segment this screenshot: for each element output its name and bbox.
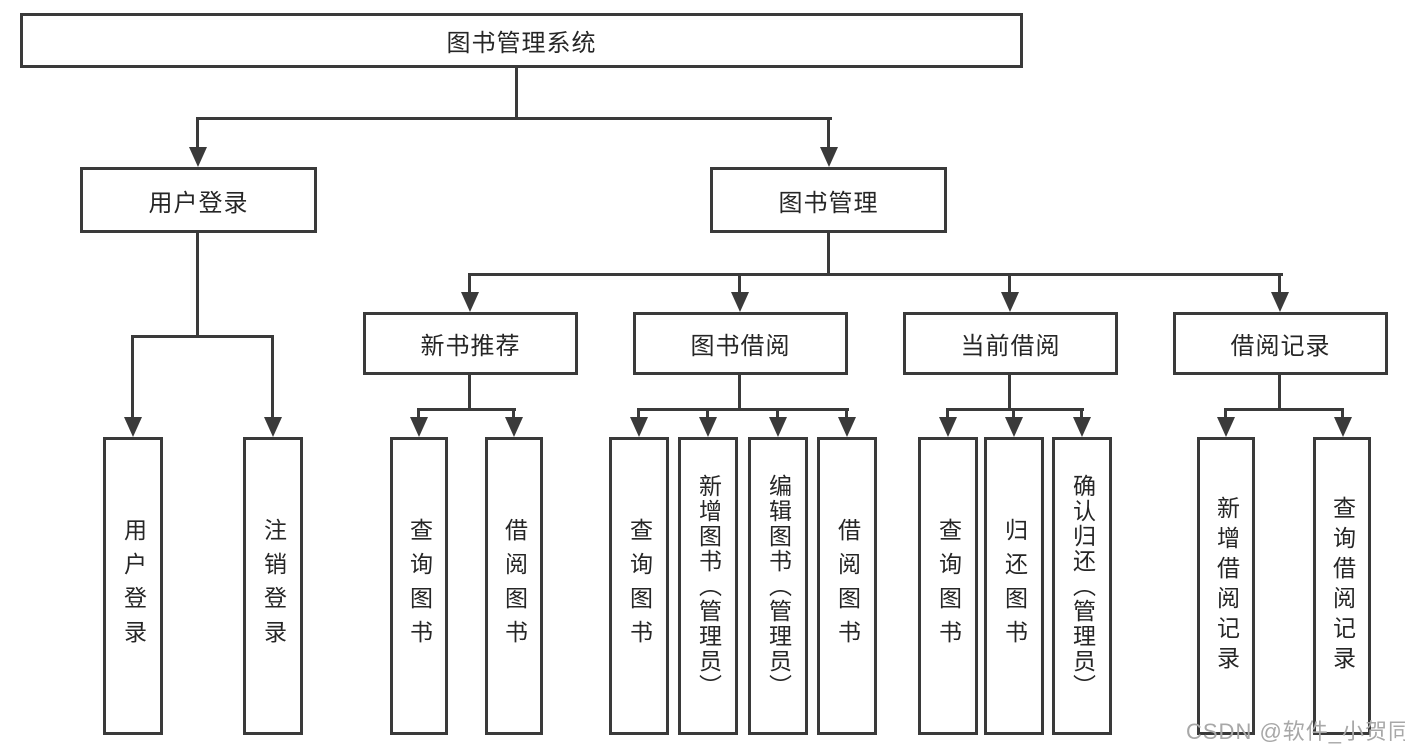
leaf-logout-login: 注销登录 bbox=[243, 437, 303, 735]
leaf-add-borrow-record: 新增借阅记录 bbox=[1197, 437, 1255, 735]
leaf-borrow-books: 借阅图书 bbox=[817, 437, 877, 735]
connector-line bbox=[827, 232, 830, 273]
connector-line bbox=[1080, 408, 1083, 420]
leaf-label: 借阅图书 bbox=[501, 518, 528, 654]
node-label: 图书借阅 bbox=[690, 333, 791, 360]
arrow-down-icon bbox=[1334, 417, 1352, 437]
leaf-query-books-borrow: 查询图书 bbox=[609, 437, 669, 735]
arrow-down-icon bbox=[820, 147, 838, 167]
connector-line bbox=[827, 117, 830, 149]
node-label: 图书管理系统 bbox=[446, 30, 597, 57]
arrow-down-icon bbox=[838, 417, 856, 437]
leaf-query-books-current: 查询图书 bbox=[918, 437, 978, 735]
arrow-down-icon bbox=[264, 417, 282, 437]
arrow-down-icon bbox=[699, 417, 717, 437]
leaf-label: 查询图书 bbox=[626, 518, 653, 654]
arrow-down-icon bbox=[939, 417, 957, 437]
csdn-watermark: CSDN @软件_小贺同学 bbox=[1186, 719, 1405, 744]
connector-line bbox=[1224, 408, 1227, 420]
node-label: 用户登录 bbox=[148, 189, 249, 217]
leaf-return-books: 归还图书 bbox=[984, 437, 1044, 735]
leaf-label: 借阅图书 bbox=[834, 518, 861, 654]
leaf-confirm-return-admin: 确认归还（管理员） bbox=[1052, 437, 1112, 735]
connector-line bbox=[946, 408, 1084, 411]
leaf-label: 确认归还（管理员） bbox=[1069, 473, 1096, 699]
connector-line bbox=[515, 68, 518, 117]
connector-line bbox=[1278, 273, 1281, 294]
connector-line bbox=[131, 335, 134, 419]
connector-line bbox=[196, 117, 832, 120]
arrow-down-icon bbox=[1001, 292, 1019, 312]
connector-line bbox=[468, 273, 471, 294]
connector-line bbox=[1224, 408, 1344, 411]
arrow-down-icon bbox=[505, 417, 523, 437]
connector-line bbox=[271, 335, 274, 419]
leaf-add-books-admin: 新增图书（管理员） bbox=[678, 437, 738, 735]
connector-line bbox=[131, 335, 274, 338]
node-current-borrow: 当前借阅 bbox=[903, 312, 1118, 375]
node-borrow-records: 借阅记录 bbox=[1173, 312, 1388, 375]
leaf-label: 归还图书 bbox=[1001, 518, 1028, 654]
connector-line bbox=[418, 408, 516, 411]
connector-line bbox=[946, 408, 949, 420]
arrow-down-icon bbox=[731, 292, 749, 312]
leaf-borrow-books-recommend: 借阅图书 bbox=[485, 437, 543, 735]
leaf-label: 注销登录 bbox=[260, 518, 287, 654]
connector-line bbox=[1341, 408, 1344, 420]
arrow-down-icon bbox=[1005, 417, 1023, 437]
connector-line bbox=[1278, 375, 1281, 408]
arrow-down-icon bbox=[1217, 417, 1235, 437]
arrow-down-icon bbox=[630, 417, 648, 437]
leaf-label: 查询图书 bbox=[406, 518, 433, 654]
leaf-label: 查询图书 bbox=[935, 518, 962, 654]
connector-line bbox=[637, 408, 849, 411]
leaf-label: 新增图书（管理员） bbox=[695, 473, 722, 699]
connector-line bbox=[1008, 375, 1011, 408]
connector-line bbox=[637, 408, 640, 420]
connector-line bbox=[512, 408, 515, 420]
leaf-query-books-recommend: 查询图书 bbox=[390, 437, 448, 735]
leaf-query-borrow-record: 查询借阅记录 bbox=[1313, 437, 1371, 735]
node-label: 当前借阅 bbox=[960, 333, 1061, 360]
node-book-management: 图书管理 bbox=[710, 167, 947, 233]
leaf-label: 编辑图书（管理员） bbox=[765, 473, 792, 699]
connector-line bbox=[738, 375, 741, 408]
connector-line bbox=[776, 408, 779, 420]
node-label: 借阅记录 bbox=[1230, 333, 1331, 360]
connector-line bbox=[738, 273, 741, 294]
leaf-user-login: 用户登录 bbox=[103, 437, 163, 735]
connector-line bbox=[468, 375, 471, 408]
connector-line bbox=[469, 273, 1283, 276]
node-library-system: 图书管理系统 bbox=[20, 13, 1023, 68]
connector-line bbox=[196, 232, 199, 335]
arrow-down-icon bbox=[410, 417, 428, 437]
leaf-edit-books-admin: 编辑图书（管理员） bbox=[748, 437, 808, 735]
arrow-down-icon bbox=[769, 417, 787, 437]
connector-line bbox=[1008, 273, 1011, 294]
connector-line bbox=[1012, 408, 1015, 420]
leaf-label: 查询借阅记录 bbox=[1329, 496, 1356, 676]
node-user-login: 用户登录 bbox=[80, 167, 317, 233]
arrow-down-icon bbox=[124, 417, 142, 437]
connector-line bbox=[706, 408, 709, 420]
arrow-down-icon bbox=[461, 292, 479, 312]
connector-line bbox=[845, 408, 848, 420]
connector-line bbox=[417, 408, 420, 420]
node-book-borrow: 图书借阅 bbox=[633, 312, 848, 375]
arrow-down-icon bbox=[1271, 292, 1289, 312]
connector-line bbox=[196, 117, 199, 149]
node-label: 新书推荐 bbox=[420, 333, 521, 360]
leaf-label: 新增借阅记录 bbox=[1213, 496, 1240, 676]
arrow-down-icon bbox=[189, 147, 207, 167]
node-label: 图书管理 bbox=[778, 189, 879, 217]
node-new-book-recommend: 新书推荐 bbox=[363, 312, 578, 375]
leaf-label: 用户登录 bbox=[120, 518, 147, 654]
arrow-down-icon bbox=[1073, 417, 1091, 437]
